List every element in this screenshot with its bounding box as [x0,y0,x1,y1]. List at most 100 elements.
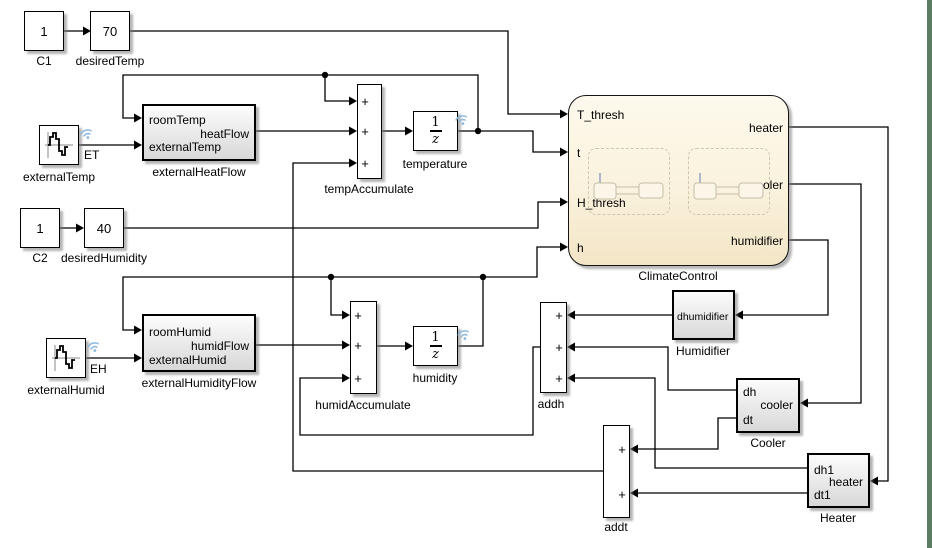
subsystem-cooler[interactable]: dh dt cooler [736,378,800,433]
signal-wire[interactable] [122,74,479,132]
source-block-externaltemp[interactable] [39,125,79,165]
block-label-tempaccumulate: tempAccumulate [324,182,414,196]
block-label-c1: C1 [36,54,52,68]
output-label-humidifier: humidifier [730,234,783,248]
wire-arrowhead-icon [567,342,575,352]
block-label-cooler: Cooler [750,436,786,450]
constant-block-c1[interactable]: 1 [24,11,64,51]
block-label-c2: C2 [32,251,48,265]
window-edge-strip [927,0,932,548]
constant-block-c2[interactable]: 1 [20,208,60,248]
fraction-denominator: z [432,347,439,363]
state-machine-preview [588,148,670,215]
source-block-externalhumid[interactable] [46,338,86,378]
wire-arrowhead-icon [342,373,350,383]
input-label-t-thresh: T_thresh [577,108,625,122]
stateflow-chart-climatecontrol[interactable]: T_thresh t H_thresh h heater cooler humi… [568,95,789,266]
sum-block-addh[interactable]: + + + [540,302,567,393]
subsystem-humidifier[interactable]: dhumidifier [672,290,735,340]
subsystem-externalheatflow[interactable]: roomTemp externalTemp heatFlow [142,104,256,161]
subsystem-heater[interactable]: dh1 dt1 heater [807,453,870,508]
signal-wire[interactable] [324,75,351,102]
fraction-denominator: z [432,132,439,148]
unit-delay-humidity[interactable]: 1 z [413,326,458,366]
signal-logging-badge[interactable] [457,325,475,343]
port-label-roomtemp: roomTemp [149,113,206,127]
plus-sign: + [555,371,563,386]
wire-label-eh: EH [90,362,107,376]
wire-arrowhead-icon [560,242,568,252]
port-label-externaltemp: externalTemp [149,140,222,154]
signal-wire[interactable] [122,276,484,347]
signal-logging-badge[interactable] [87,337,105,355]
wire-arrowhead-icon [83,26,91,36]
wire-arrowhead-icon [567,373,575,383]
wire-arrowhead-icon [342,310,350,320]
signal-wire[interactable] [741,239,829,316]
signal-wire[interactable] [483,246,562,278]
block-label-temperature: temperature [402,157,468,171]
block-label-addt: addt [604,520,628,534]
signal-waveform-icon [45,132,73,158]
subsystem-externalhumidityflow[interactable]: roomHumid externalHumid humidFlow [142,314,256,372]
wire-junction-dot [321,71,329,79]
signal-wire[interactable] [124,201,562,229]
input-label-h-thresh: H_thresh [577,196,626,210]
wire-arrowhead-icon [349,96,357,106]
port-label-heatflow: heatFlow [200,127,249,141]
block-label-humidaccumulate: humidAccumulate [315,398,411,412]
signal-logging-badge[interactable] [80,124,98,142]
signal-waveform-icon [52,345,80,371]
sum-block-humidaccumulate[interactable]: + + + [350,301,377,394]
block-label-humidifier: Humidifier [675,344,731,358]
wire-arrowhead-icon [560,197,568,207]
signal-wire[interactable] [636,417,736,450]
constant-value: 40 [96,220,112,236]
block-label-externalhumid: externalHumid [27,383,105,397]
block-label-desiredhumidity: desiredHumidity [60,251,148,265]
plus-sign: + [555,308,563,323]
wire-arrowhead-icon [134,353,142,363]
plus-sign: + [361,156,369,171]
sum-block-addt[interactable]: + + [603,425,630,518]
fraction-bar [429,130,442,132]
signal-logging-badge[interactable] [455,110,473,128]
signal-wire[interactable] [789,126,889,482]
signal-wire[interactable] [330,277,344,316]
block-label-externalheatflow: externalHeatFlow [152,165,246,179]
signal-wire[interactable] [573,346,736,391]
wire-arrowhead-icon [630,444,638,454]
port-label-dh: dh [743,385,757,399]
plus-sign: + [618,487,626,502]
plus-sign: + [555,340,563,355]
block-label-climatecontrol: ClimateControl [638,269,718,283]
plus-sign: + [354,371,362,386]
wire-arrowhead-icon [76,223,84,233]
sum-block-tempaccumulate[interactable]: + + + [357,84,382,179]
port-label-heater: heater [828,475,863,489]
port-label-externalhumid: externalHumid [149,353,227,367]
wire-arrowhead-icon [567,310,575,320]
signal-wire[interactable] [478,130,562,153]
wire-arrowhead-icon [800,398,808,408]
signal-wire[interactable] [299,346,540,436]
wire-arrowhead-icon [134,140,142,150]
plus-sign: + [361,94,369,109]
fraction-numerator: 1 [431,329,440,345]
signal-wire[interactable] [789,183,862,404]
wire-junction-dot [479,273,487,281]
wire-arrowhead-icon [349,126,357,136]
block-label-addh: addh [537,397,565,411]
wire-arrowhead-icon [405,341,413,351]
signal-wire[interactable] [292,162,603,472]
signal-wire[interactable] [573,377,807,469]
wire-arrowhead-icon [560,147,568,157]
constant-block-desiredhumidity[interactable]: 40 [84,208,124,248]
input-label-t: t [577,146,581,160]
plus-sign: + [361,124,369,139]
constant-block-desiredtemp[interactable]: 70 [90,11,130,51]
port-label-dt: dt [743,413,754,427]
unit-delay-temperature[interactable]: 1 z [413,111,458,151]
signal-wire[interactable] [130,30,562,115]
